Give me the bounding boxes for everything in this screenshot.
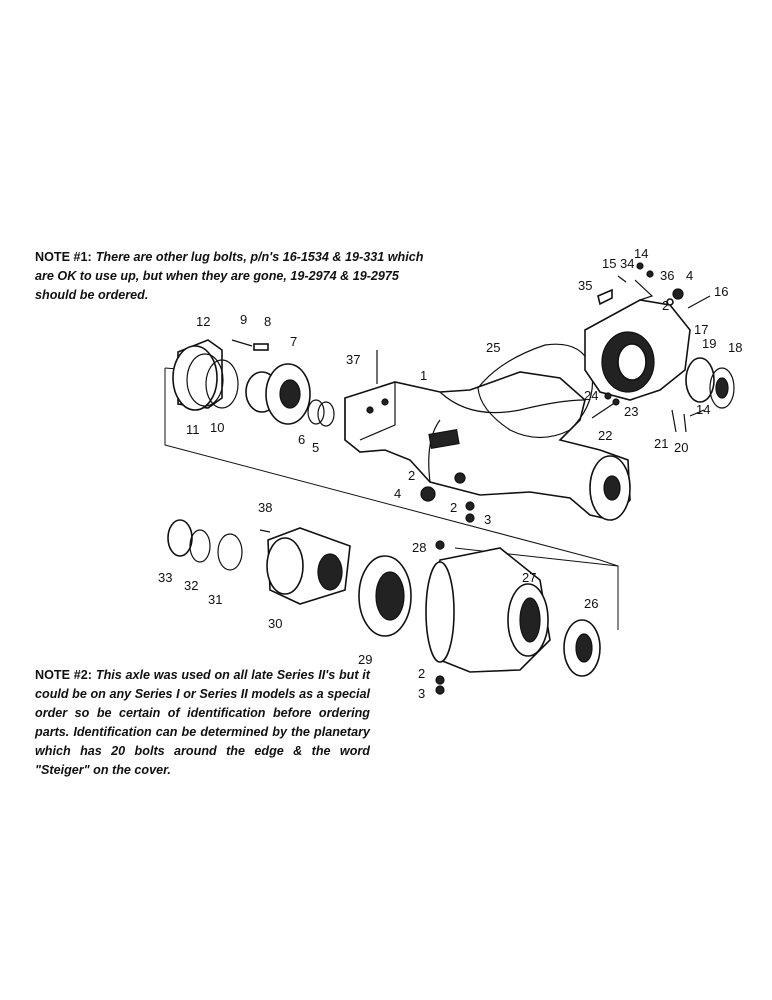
center-hardware	[420, 486, 475, 523]
axle-housing	[344, 371, 631, 521]
callout-1: 1	[420, 368, 427, 383]
callout-8: 8	[264, 314, 271, 329]
callout-17: 17	[694, 322, 708, 337]
callout-6: 6	[298, 432, 305, 447]
callout-4: 4	[686, 268, 693, 283]
callout-34: 34	[620, 256, 634, 271]
callout-29: 29	[358, 652, 372, 667]
callout-38: 38	[258, 500, 272, 515]
callout-18: 18	[728, 340, 742, 355]
note-1-text: There are other lug bolts, p/n's 16-1534…	[35, 250, 424, 302]
callout-19: 19	[702, 336, 716, 351]
callout-2: 2	[408, 468, 415, 483]
note-2-text: This axle was used on all late Series II…	[35, 668, 370, 777]
callout-11: 11	[186, 422, 200, 437]
callout-24: 24	[584, 388, 598, 403]
callout-10: 10	[210, 420, 224, 435]
callout-22: 22	[598, 428, 612, 443]
callout-12: 12	[196, 314, 210, 329]
callout-2: 2	[662, 298, 669, 313]
callout-31: 31	[208, 592, 222, 607]
callout-3: 3	[418, 686, 425, 701]
note-1-lead: NOTE #1:	[35, 250, 92, 264]
callout-4: 4	[394, 486, 401, 501]
callout-9: 9	[240, 312, 247, 327]
gasket	[477, 343, 594, 439]
callout-16: 16	[714, 284, 728, 299]
callout-labels: 1 2 2 2 2 3 3 4 4 5 6 7 8 9 10 11 12 14 …	[158, 246, 742, 701]
callout-33: 33	[158, 570, 172, 585]
note-1: NOTE #1:There are other lug bolts, p/n's…	[35, 248, 435, 305]
right-hardware	[591, 262, 711, 433]
callout-14: 14	[634, 246, 648, 261]
callout-15: 15	[602, 256, 616, 271]
callout-25: 25	[486, 340, 500, 355]
callout-20: 20	[674, 440, 688, 455]
planetary-group	[425, 540, 601, 695]
callout-28: 28	[412, 540, 426, 555]
differential-carrier	[584, 299, 735, 409]
hub-group-lower	[167, 519, 412, 637]
callout-2: 2	[450, 500, 457, 515]
callout-21: 21	[654, 436, 668, 451]
callout-7: 7	[290, 334, 297, 349]
callout-36: 36	[660, 268, 674, 283]
callout-27: 27	[522, 570, 536, 585]
callout-5: 5	[312, 440, 319, 455]
callout-14: 14	[696, 402, 710, 417]
callout-35: 35	[578, 278, 592, 293]
callout-23: 23	[624, 404, 638, 419]
hub-group-upper	[172, 339, 378, 427]
note-2-lead: NOTE #2:	[35, 668, 92, 682]
callout-37: 37	[346, 352, 360, 367]
callout-32: 32	[184, 578, 198, 593]
callout-30: 30	[268, 616, 282, 631]
callout-2: 2	[418, 666, 425, 681]
callout-3: 3	[484, 512, 491, 527]
callout-26: 26	[584, 596, 598, 611]
note-2: NOTE #2:This axle was used on all late S…	[35, 666, 370, 780]
